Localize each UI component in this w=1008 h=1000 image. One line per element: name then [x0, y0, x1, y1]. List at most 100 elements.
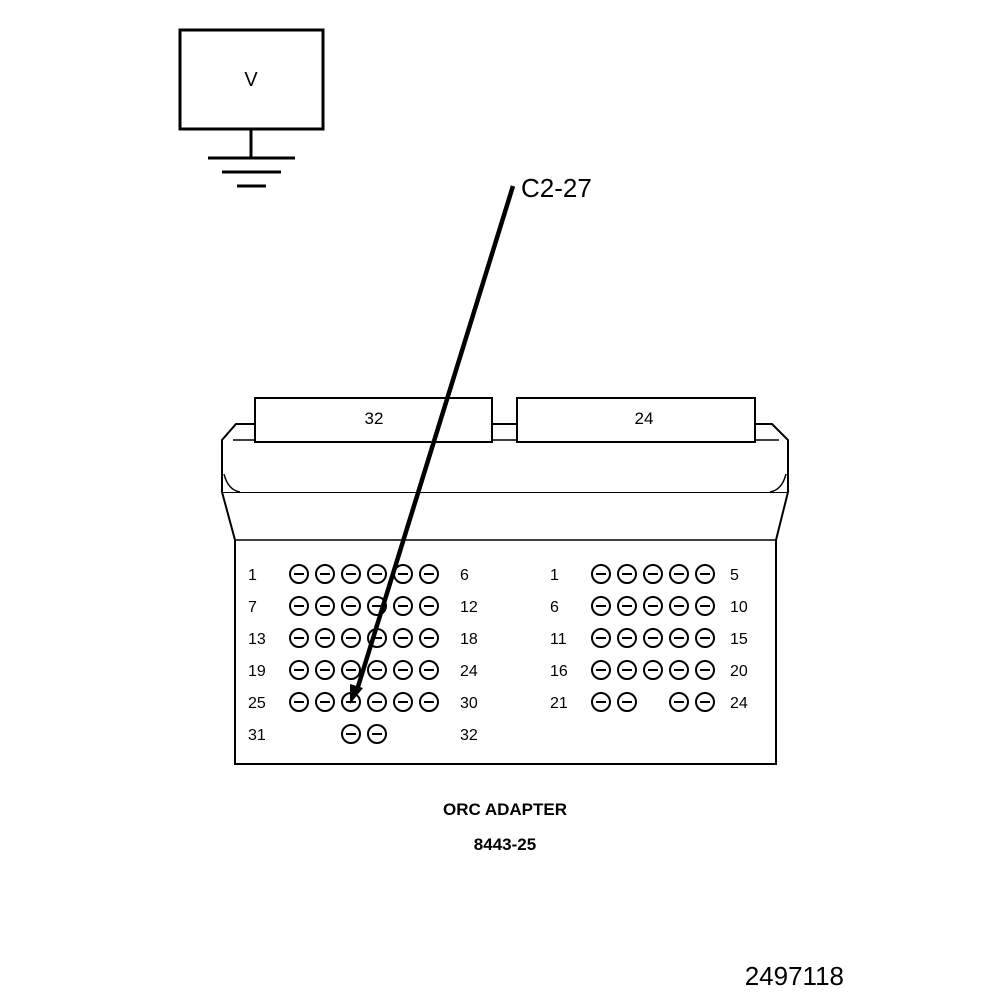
pin-socket-icon — [591, 692, 611, 712]
pin-socket-icon — [591, 564, 611, 584]
pin-socket-icon — [315, 660, 335, 680]
connector-tab-left-label: 32 — [365, 409, 384, 428]
pin-socket-icon — [341, 564, 361, 584]
pin-socket-icon — [289, 660, 309, 680]
pin-number-start: 13 — [248, 631, 266, 648]
pin-number-end: 10 — [730, 599, 748, 616]
pin-socket-icon — [367, 692, 387, 712]
connector-tab-right-label: 24 — [635, 409, 654, 428]
pin-number-start: 31 — [248, 727, 266, 744]
pin-number-start: 1 — [550, 567, 559, 584]
pin-number-start: 25 — [248, 695, 266, 712]
pin-row-right-row: 21 24 — [550, 692, 748, 712]
voltmeter: V — [178, 28, 325, 188]
pin-socket-icon — [669, 596, 689, 616]
probe-arrow-icon — [350, 684, 363, 704]
pin-socket-icon — [315, 596, 335, 616]
pin-row-left-row: 7 12 — [248, 596, 478, 616]
pin-number-end: 12 — [460, 599, 478, 616]
pin-socket-icon — [289, 692, 309, 712]
pin-row-left-row: 31 32 — [248, 724, 478, 744]
pin-socket-icon — [419, 692, 439, 712]
pin-number-end: 24 — [730, 695, 748, 712]
caption-part-number: 8443-25 — [474, 835, 536, 854]
pin-socket-icon — [669, 628, 689, 648]
pin-socket-icon — [591, 660, 611, 680]
probe-lead: C2-27 — [350, 173, 592, 704]
pin-number-start: 21 — [550, 695, 568, 712]
pin-socket-icon — [367, 724, 387, 744]
pin-number-end: 6 — [460, 567, 469, 584]
pin-socket-icon — [643, 660, 663, 680]
probe-label: C2-27 — [521, 173, 592, 203]
pin-socket-icon — [289, 628, 309, 648]
pin-number-start: 16 — [550, 663, 568, 680]
pin-socket-icon — [315, 628, 335, 648]
pin-number-end: 20 — [730, 663, 748, 680]
pin-socket-icon — [315, 692, 335, 712]
pin-socket-icon — [289, 564, 309, 584]
pin-socket-icon — [393, 692, 413, 712]
pin-socket-icon — [289, 596, 309, 616]
pin-number-end: 24 — [460, 663, 478, 680]
pin-socket-icon — [341, 596, 361, 616]
pin-socket-icon — [393, 660, 413, 680]
connector-base — [220, 491, 790, 765]
connector-tab-left — [254, 397, 493, 443]
pin-socket-icon — [341, 660, 361, 680]
pin-socket-icon — [669, 660, 689, 680]
voltmeter-label: V — [244, 69, 258, 91]
pin-socket-icon — [643, 564, 663, 584]
pin-socket-icon — [695, 596, 715, 616]
pin-socket-icon — [695, 628, 715, 648]
pin-socket-icon — [419, 660, 439, 680]
pin-socket-icon — [669, 692, 689, 712]
pin-number-end: 30 — [460, 695, 478, 712]
voltmeter-box — [178, 28, 325, 131]
pin-socket-icon — [617, 564, 637, 584]
pin-socket-icon — [695, 692, 715, 712]
pin-socket-icon — [419, 564, 439, 584]
pin-socket-icon — [393, 628, 413, 648]
pin-row-right-row: 6 10 — [550, 596, 748, 616]
pin-socket-icon — [617, 692, 637, 712]
probe-line — [354, 185, 516, 691]
pin-socket-icon — [393, 596, 413, 616]
pin-socket-icon — [315, 564, 335, 584]
pin-socket-icon — [419, 628, 439, 648]
pin-socket-icon — [617, 660, 637, 680]
pin-socket-icon — [591, 596, 611, 616]
ground-symbol-icon — [208, 156, 295, 188]
pin-socket-icon — [367, 564, 387, 584]
pin-number-start: 19 — [248, 663, 266, 680]
pin-socket-icon — [341, 628, 361, 648]
pin-number-start: 7 — [248, 599, 257, 616]
pin-number-start: 6 — [550, 599, 559, 616]
pin-number-end: 5 — [730, 567, 739, 584]
pin-socket-icon — [367, 660, 387, 680]
pin-socket-icon — [591, 628, 611, 648]
pin-number-start: 1 — [248, 567, 257, 584]
pin-socket-icon — [669, 564, 689, 584]
pin-number-end: 18 — [460, 631, 478, 648]
pin-number-end: 32 — [460, 727, 478, 744]
pin-socket-icon — [643, 628, 663, 648]
figure-id: 2497118 — [745, 961, 844, 991]
pin-socket-icon — [695, 660, 715, 680]
pin-socket-icon — [341, 724, 361, 744]
connector-tab-right — [516, 397, 756, 443]
caption-title: ORC ADAPTER — [443, 800, 567, 819]
pin-socket-icon — [617, 628, 637, 648]
pin-number-start: 11 — [550, 631, 567, 648]
pin-socket-icon — [643, 596, 663, 616]
pin-socket-icon — [419, 596, 439, 616]
